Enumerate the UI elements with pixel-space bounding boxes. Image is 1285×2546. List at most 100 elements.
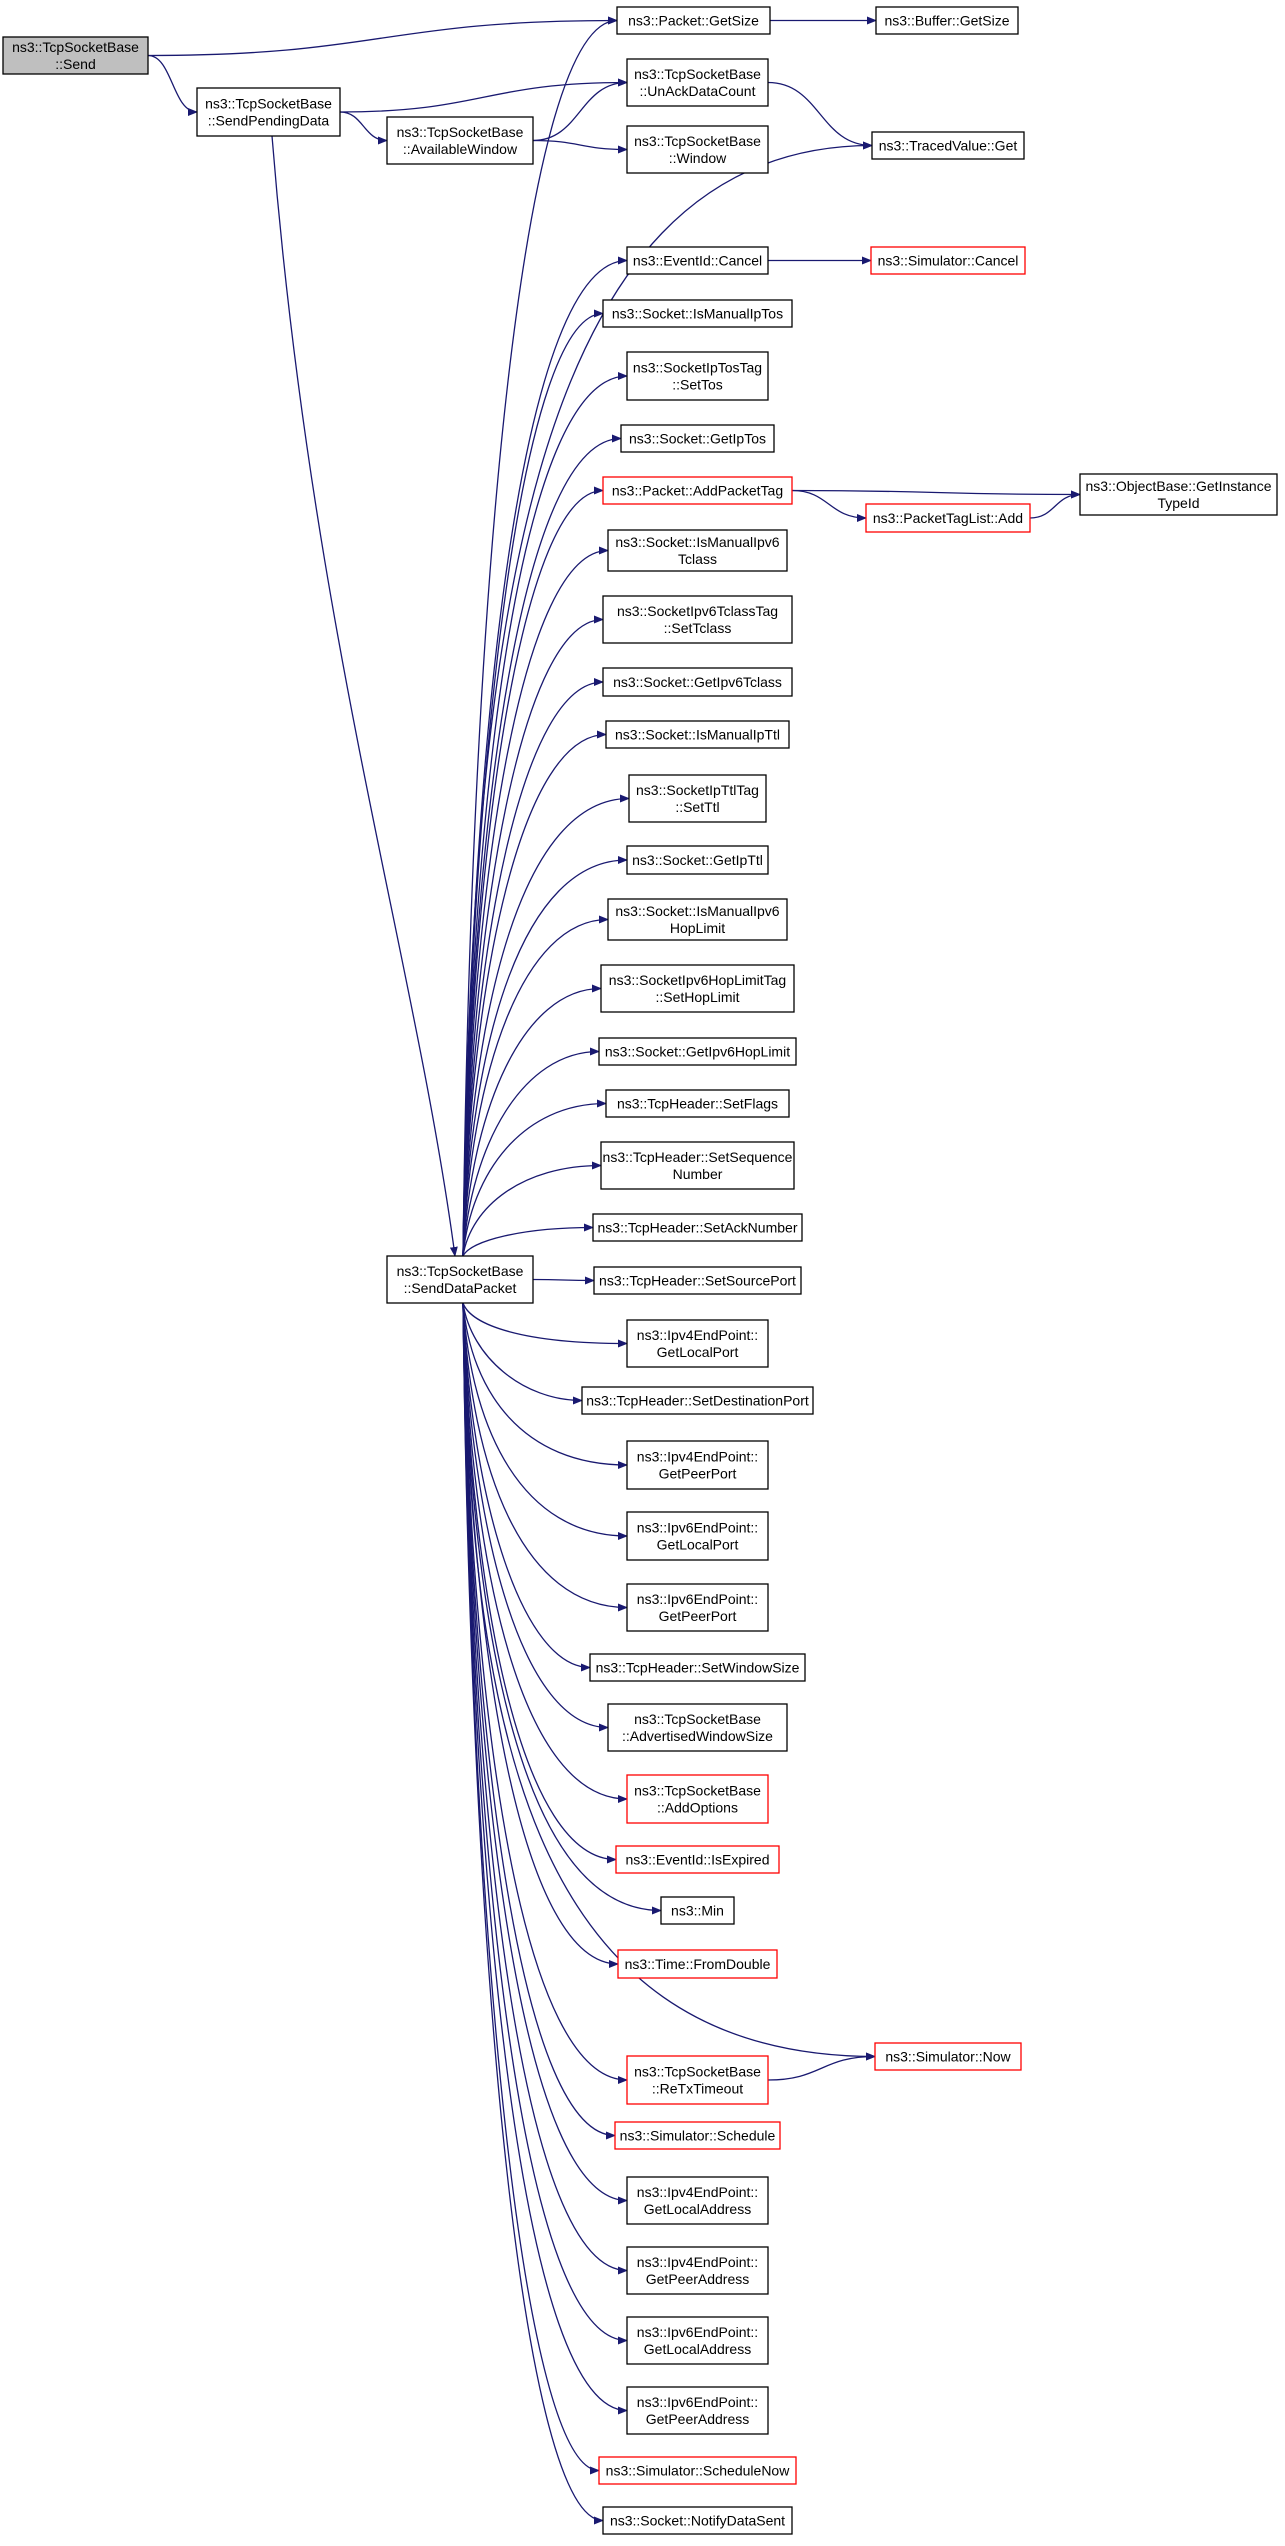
node-ip-tos-tag-set-tos[interactable]: ns3::SocketIpTosTag::SetTos — [626, 351, 769, 401]
node-label-line: ::Window — [669, 150, 727, 166]
node-tcp-header-set-window-size[interactable]: ns3::TcpHeader::SetWindowSize — [589, 1653, 806, 1682]
node-label-line: ns3::TcpSocketBase — [634, 1783, 761, 1799]
node-min[interactable]: ns3::Min — [660, 1896, 735, 1925]
node-unack-data-count[interactable]: ns3::TcpSocketBase::UnAckDataCount — [626, 58, 769, 107]
node-label-line: ns3::TracedValue::Get — [879, 138, 1018, 154]
node-ipv6-get-local-address[interactable]: ns3::Ipv6EndPoint::GetLocalAddress — [626, 2316, 769, 2365]
edge-send-data-packet-to-ipv6-tclass-tag-set — [462, 615, 604, 1257]
node-buffer-get-size[interactable]: ns3::Buffer::GetSize — [875, 6, 1019, 35]
node-box — [626, 1583, 769, 1632]
node-box — [602, 667, 793, 697]
node-label-line: ns3::TcpHeader::SetWindowSize — [596, 1660, 800, 1676]
node-box — [602, 2506, 793, 2535]
node-notify-data-sent[interactable]: ns3::Socket::NotifyDataSent — [602, 2506, 793, 2535]
node-ipv6-tclass-tag-set[interactable]: ns3::SocketIpv6TclassTag::SetTclass — [602, 595, 793, 644]
node-ipv6-hop-limit-tag-set[interactable]: ns3::SocketIpv6HopLimitTag::SetHopLimit — [600, 964, 795, 1013]
node-label-line: Number — [673, 1166, 723, 1182]
node-layer: ns3::TcpSocketBase::Sendns3::TcpSocketBa… — [2, 6, 1278, 2535]
node-time-from-double[interactable]: ns3::Time::FromDouble — [617, 1949, 778, 1979]
node-label-line: ns3::TcpSocketBase — [634, 133, 761, 149]
edge-send-data-packet-to-eventid-is-expired — [462, 1302, 617, 1864]
edge-send-pending-data-to-available-window — [339, 111, 388, 145]
node-add-packet-tag[interactable]: ns3::Packet::AddPacketTag — [602, 476, 793, 505]
node-label-line: ns3::Time::FromDouble — [625, 1956, 771, 1972]
edge-send-data-packet-to-ip-ttl-tag-set-ttl — [462, 794, 630, 1257]
node-label-line: ns3::Simulator::Schedule — [620, 2128, 776, 2144]
node-ipv4-get-peer-address[interactable]: ns3::Ipv4EndPoint::GetPeerAddress — [626, 2246, 769, 2295]
edge-send-data-packet-to-ip-tos-tag-set-tos — [462, 372, 628, 1257]
node-add-options[interactable]: ns3::TcpSocketBase::AddOptions — [626, 1774, 769, 1824]
node-is-manual-ip-ttl[interactable]: ns3::Socket::IsManualIpTtl — [605, 720, 790, 749]
node-get-ipv6-hop-limit[interactable]: ns3::Socket::GetIpv6HopLimit — [598, 1037, 797, 1066]
node-label-line: ns3::Socket::IsManualIpv6 — [615, 903, 779, 919]
node-send-data-packet[interactable]: ns3::TcpSocketBase::SendDataPacket — [386, 1255, 534, 1304]
node-label-line: ns3::TcpSocketBase — [397, 124, 524, 140]
edge-send-data-packet-to-tcp-header-set-destination-port — [462, 1302, 583, 1405]
node-label-line: ns3::Ipv4EndPoint:: — [637, 2254, 758, 2270]
node-label-line: ns3::TcpSocketBase — [634, 66, 761, 82]
node-label-line: GetLocalAddress — [644, 2201, 751, 2217]
node-get-ipv6-tclass[interactable]: ns3::Socket::GetIpv6Tclass — [602, 667, 793, 697]
node-label-line: ns3::Socket::GetIpv6HopLimit — [605, 1044, 790, 1060]
node-box — [628, 774, 767, 823]
node-label-line: GetLocalAddress — [644, 2341, 751, 2357]
node-tcp-header-set-source-port[interactable]: ns3::TcpHeader::SetSourcePort — [593, 1266, 802, 1295]
node-tcp-header-set-ack-number[interactable]: ns3::TcpHeader::SetAckNumber — [592, 1213, 803, 1242]
node-ipv6-get-peer-address[interactable]: ns3::Ipv6EndPoint::GetPeerAddress — [626, 2386, 769, 2435]
node-packet-tag-list-add[interactable]: ns3::PacketTagList::Add — [865, 503, 1031, 533]
edge-send-data-packet-to-ipv6-get-local-address — [462, 1302, 628, 2345]
node-ipv6-get-peer-port[interactable]: ns3::Ipv6EndPoint::GetPeerPort — [626, 1583, 769, 1632]
node-label-line: ::UnAckDataCount — [640, 83, 756, 99]
node-ipv4-get-peer-port[interactable]: ns3::Ipv4EndPoint::GetPeerPort — [626, 1440, 769, 1490]
node-advertised-window-size[interactable]: ns3::TcpSocketBase::AdvertisedWindowSize — [607, 1703, 788, 1752]
node-eventid-cancel[interactable]: ns3::EventId::Cancel — [626, 246, 769, 275]
node-label-line: ns3::SocketIpTtlTag — [636, 782, 759, 798]
node-ipv4-get-local-port[interactable]: ns3::Ipv4EndPoint::GetLocalPort — [626, 1319, 769, 1368]
node-box — [871, 131, 1025, 160]
node-label-line: ns3::Buffer::GetSize — [884, 13, 1009, 29]
node-eventid-is-expired[interactable]: ns3::EventId::IsExpired — [615, 1845, 780, 1874]
node-window[interactable]: ns3::TcpSocketBase::Window — [626, 125, 769, 174]
node-get-ip-ttl[interactable]: ns3::Socket::GetIpTtl — [626, 845, 769, 875]
edge-send-data-packet-to-retx-timeout — [462, 1302, 628, 2084]
node-tcp-header-set-destination-port[interactable]: ns3::TcpHeader::SetDestinationPort — [581, 1386, 814, 1415]
node-ipv4-get-local-address[interactable]: ns3::Ipv4EndPoint::GetLocalAddress — [626, 2176, 769, 2225]
node-retx-timeout[interactable]: ns3::TcpSocketBase::ReTxTimeout — [626, 2055, 769, 2105]
node-ipv6-get-local-port[interactable]: ns3::Ipv6EndPoint::GetLocalPort — [626, 1511, 769, 1561]
node-box — [607, 1703, 788, 1752]
edge-send-data-packet-to-packet-get-size — [462, 16, 618, 1257]
edge-send-data-packet-to-ipv6-get-peer-port — [462, 1302, 628, 1612]
node-simulator-cancel[interactable]: ns3::Simulator::Cancel — [870, 246, 1026, 275]
node-simulator-schedule[interactable]: ns3::Simulator::Schedule — [614, 2121, 781, 2150]
node-label-line: ns3::Socket::GetIpTtl — [632, 852, 763, 868]
node-label-line: Tclass — [678, 551, 717, 567]
edge-send-data-packet-to-get-ip-tos — [462, 434, 622, 1257]
node-simulator-schedule-now[interactable]: ns3::Simulator::ScheduleNow — [598, 2456, 797, 2485]
node-send[interactable]: ns3::TcpSocketBase::Send — [2, 36, 149, 75]
node-box — [626, 1440, 769, 1490]
node-label-line: ns3::TcpSocketBase — [12, 39, 139, 55]
node-tcp-header-set-flags[interactable]: ns3::TcpHeader::SetFlags — [605, 1089, 790, 1118]
edge-send-data-packet-to-ipv4-get-peer-port — [462, 1302, 628, 1469]
node-is-manual-ip-tos[interactable]: ns3::Socket::IsManualIpTos — [602, 299, 793, 328]
node-box — [607, 529, 788, 572]
node-available-window[interactable]: ns3::TcpSocketBase::AvailableWindow — [386, 116, 534, 165]
node-label-line: ns3::Socket::GetIpv6Tclass — [613, 674, 782, 690]
node-box — [617, 1949, 778, 1979]
edge-send-pending-data-to-unack-data-count — [339, 78, 628, 113]
node-get-ip-tos[interactable]: ns3::Socket::GetIpTos — [620, 424, 775, 453]
node-send-pending-data[interactable]: ns3::TcpSocketBase::SendPendingData — [196, 87, 341, 137]
node-box — [660, 1896, 735, 1925]
node-label-line: ::SetTtl — [675, 799, 719, 815]
node-box — [875, 6, 1019, 35]
node-label-line: ns3::TcpHeader::SetDestinationPort — [586, 1393, 809, 1409]
node-simulator-now[interactable]: ns3::Simulator::Now — [874, 2042, 1022, 2071]
node-packet-get-size[interactable]: ns3::Packet::GetSize — [616, 6, 771, 35]
node-box — [386, 116, 534, 165]
node-traced-value-get[interactable]: ns3::TracedValue::Get — [871, 131, 1025, 160]
node-ip-ttl-tag-set-ttl[interactable]: ns3::SocketIpTtlTag::SetTtl — [628, 774, 767, 823]
